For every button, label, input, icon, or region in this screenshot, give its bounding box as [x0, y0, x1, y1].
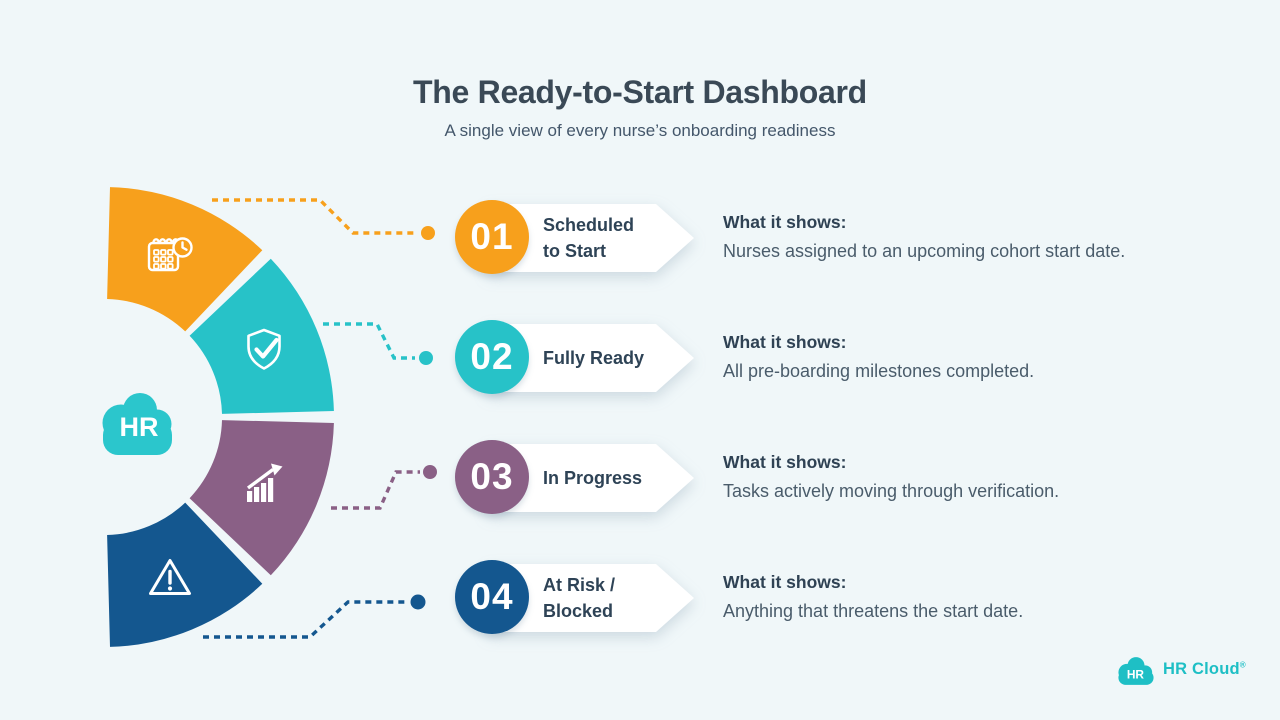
- hr-cloud-logo-center: HR: [102, 393, 172, 455]
- connector-dot-4: [410, 594, 426, 610]
- brand-name-text: HR Cloud: [1163, 659, 1240, 678]
- step-badge-1: 01: [455, 200, 529, 274]
- row-fully-ready: Fully Ready 02 What it shows: All pre-bo…: [455, 319, 1255, 395]
- row-label-4: At Risk / Blocked: [543, 575, 616, 621]
- trademark-symbol: ®: [1239, 660, 1246, 669]
- step-number-4: 04: [470, 576, 514, 617]
- segment-scheduled-to-start: [107, 187, 263, 332]
- page-subtitle: A single view of every nurse’s onboardin…: [444, 121, 836, 140]
- row-in-progress: In Progress 03 What it shows: Tasks acti…: [455, 439, 1255, 515]
- row-label-2: Fully Ready: [543, 348, 645, 368]
- connector-line-2: [323, 322, 415, 360]
- row-description-4: What it shows: Anything that threatens t…: [723, 570, 1253, 624]
- shield-check-icon: [247, 328, 281, 370]
- hr-cloud-icon-label: HR: [1127, 668, 1145, 682]
- connector-dot-3: [423, 465, 437, 479]
- hr-cloud-icon: HR: [1118, 657, 1154, 685]
- step-number-3: 03: [470, 456, 514, 497]
- header: The Ready-to-Start Dashboard A single vi…: [0, 74, 1280, 141]
- row-scheduled-to-start: Scheduled to Start 01 What it shows: Nur…: [455, 199, 1255, 275]
- description-heading-2: What it shows:: [723, 332, 847, 352]
- row-at-risk-blocked: At Risk / Blocked 04 What it shows: Anyt…: [455, 559, 1255, 635]
- step-badge-4: 04: [455, 560, 529, 634]
- row-description-1: What it shows: Nurses assigned to an upc…: [723, 210, 1253, 264]
- connector-line-4: [203, 600, 406, 639]
- page-title: The Ready-to-Start Dashboard: [413, 74, 867, 110]
- description-body-2: All pre-boarding milestones completed.: [723, 361, 1035, 381]
- connector-dot-1: [421, 226, 435, 240]
- description-heading-3: What it shows:: [723, 452, 847, 472]
- hr-cloud-brand: HR HR Cloud®: [1116, 650, 1246, 688]
- step-badge-2: 02: [455, 320, 529, 394]
- description-body-3: Tasks actively moving through verificati…: [723, 481, 1060, 501]
- row-label-1: Scheduled to Start: [543, 215, 635, 261]
- step-badge-3: 03: [455, 440, 529, 514]
- segment-fully-ready: [189, 258, 334, 414]
- half-donut-diagram: HR: [102, 187, 437, 647]
- description-body-4: Anything that threatens the start date.: [723, 601, 1024, 621]
- connector-dot-2: [419, 351, 433, 365]
- segment-at-risk-blocked: [107, 502, 263, 647]
- row-description-3: What it shows: Tasks actively moving thr…: [723, 450, 1253, 504]
- row-label-3: In Progress: [543, 468, 643, 488]
- step-number-2: 02: [470, 336, 514, 377]
- hr-cloud-center-label: HR: [120, 412, 159, 442]
- warning-triangle-icon: [149, 559, 191, 595]
- description-heading-4: What it shows:: [723, 572, 847, 592]
- brand-name: HR Cloud®: [1163, 660, 1246, 679]
- description-heading-1: What it shows:: [723, 212, 847, 232]
- growth-chart-icon: [246, 463, 283, 502]
- connector-line-3: [331, 470, 420, 510]
- step-number-1: 01: [470, 216, 514, 257]
- row-description-2: What it shows: All pre-boarding mileston…: [723, 330, 1253, 384]
- description-body-1: Nurses assigned to an upcoming cohort st…: [723, 241, 1126, 261]
- calendar-clock-icon: [147, 237, 193, 272]
- connector-line-1: [212, 198, 418, 235]
